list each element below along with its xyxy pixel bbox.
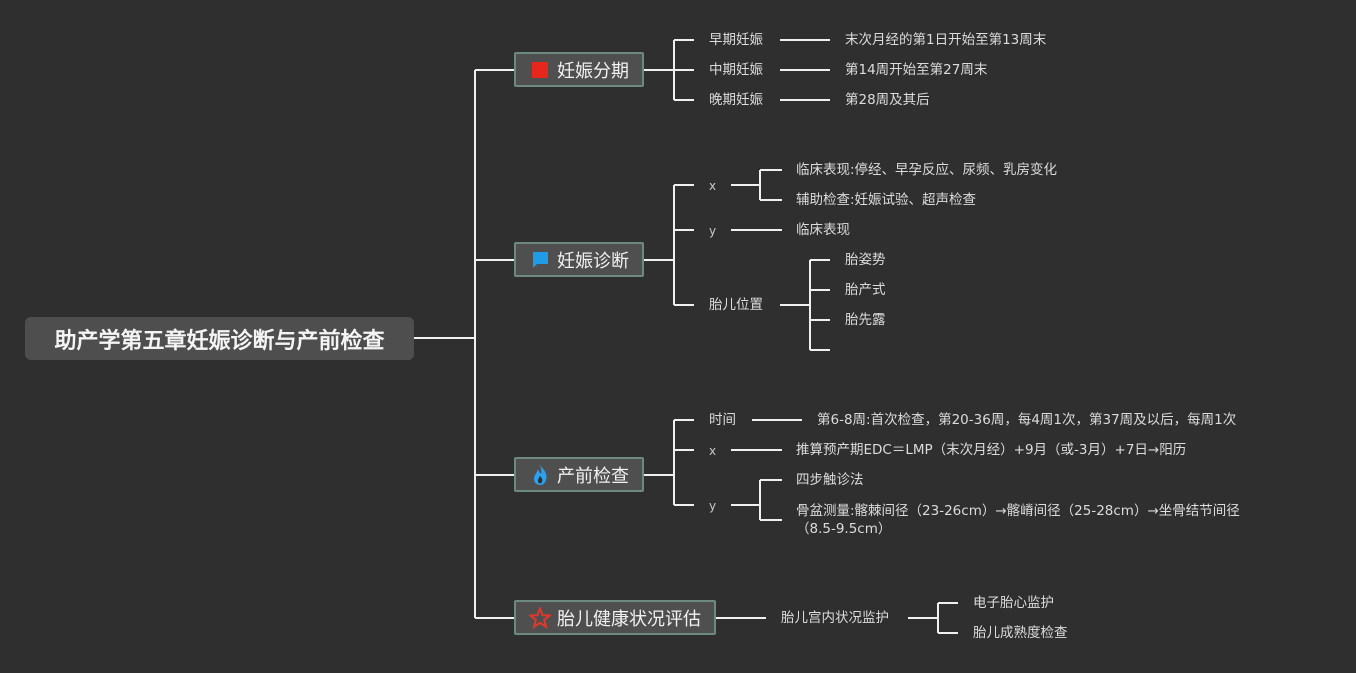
red-square-icon <box>529 59 551 81</box>
item-exam-schedule[interactable]: 第6-8周:首次检查，第20-36周，每4周1次，第37周及以后，每周1次 <box>817 412 1237 428</box>
topic-fetal-position[interactable]: 胎儿位置 <box>709 297 763 313</box>
item-auxiliary-tests[interactable]: 辅助检查:妊娠试验、超声检查 <box>796 192 977 208</box>
item-pelvic-measurement[interactable]: 骨盆测量:髂棘间径（23-26cm）→髂嵴间径（25-28cm）→坐骨结节间径（… <box>796 503 1240 537</box>
topic-intrauterine-monitoring[interactable]: 胎儿宫内状况监护 <box>781 610 889 626</box>
item-fetal-attitude[interactable]: 胎姿势 <box>845 252 886 268</box>
branch-fetal-health-assessment[interactable]: 胎儿健康状况评估 <box>514 600 716 635</box>
branch-title: 妊娠诊断 <box>557 250 629 272</box>
branch-title: 胎儿健康状况评估 <box>557 608 701 630</box>
branch-pregnancy-staging[interactable]: 妊娠分期 <box>514 52 644 87</box>
branch-title: 产前检查 <box>557 465 629 487</box>
topic-late-pregnancy[interactable]: 晚期妊娠 <box>709 92 763 108</box>
branch-pregnancy-diagnosis[interactable]: 妊娠诊断 <box>514 242 644 277</box>
topic-y[interactable]: y <box>709 224 717 238</box>
topic-x-prenatal[interactable]: x <box>709 444 717 458</box>
topic-x[interactable]: x <box>709 179 717 193</box>
topic-early-pregnancy[interactable]: 早期妊娠 <box>709 32 763 48</box>
item-fetal-maturity-test[interactable]: 胎儿成熟度检查 <box>973 625 1068 641</box>
item-four-step-palpation[interactable]: 四步触诊法 <box>796 472 864 488</box>
branch-prenatal-exam[interactable]: 产前检查 <box>514 457 644 492</box>
blue-flame-icon <box>529 464 551 486</box>
item-clinical-signs-y[interactable]: 临床表现 <box>796 222 850 238</box>
detail-mid-pregnancy[interactable]: 第14周开始至第27周末 <box>845 62 988 78</box>
detail-late-pregnancy[interactable]: 第28周及其后 <box>845 92 930 108</box>
red-star-icon <box>529 606 551 629</box>
branch-title: 妊娠分期 <box>557 60 629 82</box>
item-clinical-signs[interactable]: 临床表现:停经、早孕反应、尿频、乳房变化 <box>796 162 1058 178</box>
topic-mid-pregnancy[interactable]: 中期妊娠 <box>709 62 763 78</box>
blue-flag-icon <box>529 249 551 271</box>
item-fetal-presentation[interactable]: 胎先露 <box>845 312 886 328</box>
item-fetal-lie[interactable]: 胎产式 <box>845 282 886 298</box>
topic-time[interactable]: 时间 <box>709 412 736 428</box>
detail-early-pregnancy[interactable]: 末次月经的第1日开始至第13周末 <box>845 32 1047 48</box>
item-electronic-fetal-monitoring[interactable]: 电子胎心监护 <box>973 595 1054 611</box>
root-topic[interactable]: 助产学第五章妊娠诊断与产前检查 <box>25 317 414 360</box>
topic-y-prenatal[interactable]: y <box>709 499 717 513</box>
item-due-date[interactable]: 推算预产期EDC＝LMP（末次月经）+9月（或-3月）+7日→阳历 <box>796 442 1187 458</box>
